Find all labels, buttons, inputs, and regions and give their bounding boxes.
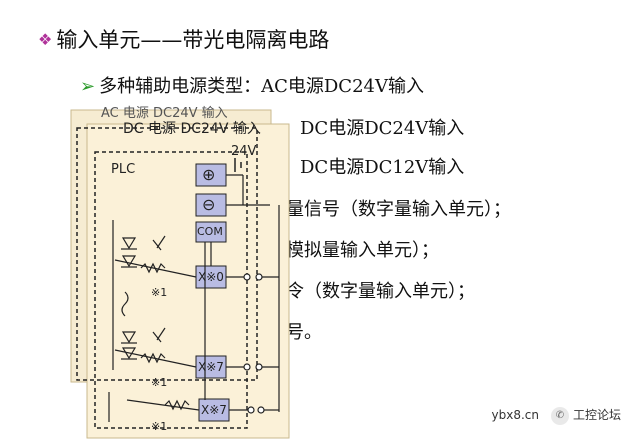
plc-outline-front <box>94 151 248 429</box>
battery-icon <box>234 158 242 172</box>
note-1b: ※1 <box>151 376 168 389</box>
input-x0-label: X※0 <box>198 270 224 284</box>
wiring-diagram: AC 电源 DC24V 输入 DC 电源 DC24V 输入 PLC 24V ⊕ … <box>65 100 290 440</box>
plc-outline-back <box>76 127 258 381</box>
line-digital-signal: 量信号（数字量输入单元）； <box>286 199 511 220</box>
plc-label: PLC <box>111 162 136 177</box>
subtitle-text: 多种辅助电源类型：AC电源DC24V输入 <box>99 76 424 97</box>
line-dc12v: DC电源DC12V输入 <box>300 157 465 178</box>
voltage-label: 24V <box>231 144 257 159</box>
subtitle: ➢多种辅助电源类型：AC电源DC24V输入 <box>80 72 424 98</box>
triangle-arrow-icon: ➢ <box>80 76 96 97</box>
watermark: ybx8.cn ✆工控论坛 <box>491 406 621 425</box>
com-label: COM <box>197 225 223 238</box>
line-signal-end: 号。 <box>286 322 322 343</box>
input-x7-back-label: X※7 <box>201 403 227 417</box>
front-panel-label: DC 电源 DC24V 输入 <box>123 121 261 137</box>
optocoupler-icon <box>121 235 166 360</box>
note-1c: ※1 <box>151 420 168 433</box>
wechat-icon: ✆ <box>550 406 569 425</box>
wiring-diagram-svg <box>70 109 290 439</box>
title-text: 输入单元——带光电隔离电路 <box>56 28 330 52</box>
slide-title: ❖输入单元——带光电隔离电路 <box>38 24 329 54</box>
plus-symbol: ⊕ <box>202 165 216 184</box>
brand-text: 工控论坛 <box>572 408 621 422</box>
line-analog: 模拟量输入单元）； <box>286 240 439 261</box>
line-dc24v: DC电源DC24V输入 <box>300 118 465 139</box>
line-command: 令（数字量输入单元）； <box>286 281 475 302</box>
back-panel-label: AC 电源 DC24V 输入 <box>101 106 228 121</box>
panel-dc <box>86 123 290 439</box>
note-1a: ※1 <box>151 286 168 299</box>
input-x7-label: X※7 <box>198 360 224 374</box>
minus-symbol: ⊖ <box>202 195 216 214</box>
diamond-bullet-icon: ❖ <box>38 30 53 49</box>
resistor-icon <box>140 262 190 411</box>
site-text: ybx8.cn <box>491 408 539 422</box>
switch-contacts <box>243 273 265 414</box>
